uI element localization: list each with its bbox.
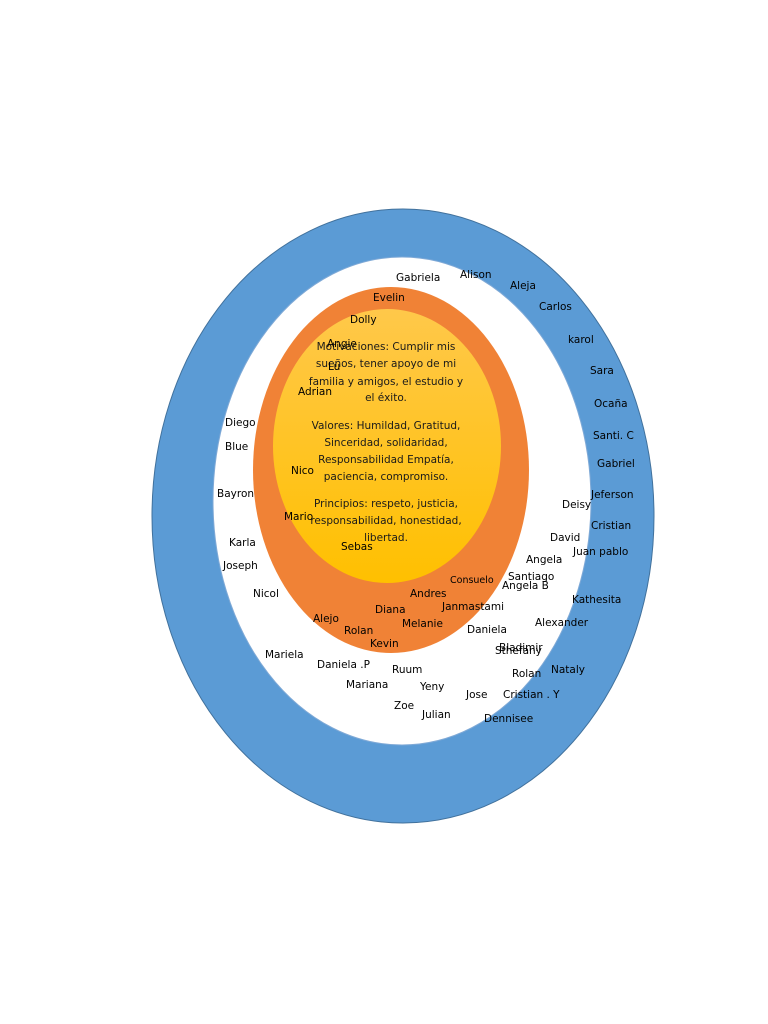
motivaciones-line: Motivaciones: Cumplir mis <box>317 341 456 353</box>
name-label: Bladimir <box>499 642 543 654</box>
name-label: Santi. C <box>593 430 634 442</box>
name-label: Aleja <box>510 280 536 292</box>
name-label: Janmastami <box>441 601 504 613</box>
motivaciones-line: sueños, tener apoyo de mi <box>316 358 456 370</box>
name-label: Juan pablo <box>572 546 628 558</box>
name-label: Nataly <box>551 664 585 676</box>
name-label: Carlos <box>539 301 572 313</box>
name-label: Diego <box>225 417 256 429</box>
name-label: Jose <box>465 689 487 701</box>
name-label: Nicol <box>253 588 279 600</box>
name-label: Adrian <box>298 386 332 398</box>
name-label: Melanie <box>402 618 443 630</box>
principios-line: responsabilidad, honestidad, <box>310 515 461 527</box>
core-text: Motivaciones: Cumplir mis sueños, tener … <box>309 341 463 544</box>
principios-line: Principios: respeto, justicia, <box>314 498 458 510</box>
name-label: David <box>550 532 580 544</box>
name-label: Zoe <box>394 700 414 712</box>
name-label: Alexander <box>535 617 589 629</box>
name-label: Karla <box>229 537 256 549</box>
name-label: Alison <box>460 269 492 281</box>
name-label: Joseph <box>222 560 258 572</box>
name-labels: Gabriela Alison Aleja Carlos karol Sara … <box>217 269 635 725</box>
name-label: Angela B <box>502 580 549 592</box>
name-label: Gabriel <box>597 458 635 470</box>
name-label: Cristian <box>591 520 631 532</box>
name-label: Gabriela <box>396 272 440 284</box>
name-label: Santiago <box>508 571 554 583</box>
name-label: Daniela .P <box>317 659 370 671</box>
name-label: Lu <box>328 361 340 373</box>
motivaciones-line: familia y amigos, el estudio y <box>309 376 463 388</box>
name-label: Daniela <box>467 624 507 636</box>
valores-line: Responsabilidad Empatía, <box>318 454 454 466</box>
valores-line: paciencia, compromiso. <box>324 471 449 483</box>
name-label: Evelin <box>373 292 405 304</box>
name-label: Rolan <box>512 668 541 680</box>
name-label: Jeferson <box>590 489 634 501</box>
name-label: Mario <box>284 511 313 523</box>
name-label: Ruum <box>392 664 422 676</box>
motivaciones-line: el éxito. <box>365 392 407 404</box>
name-label: Sthefany <box>495 645 542 657</box>
valores-line: Valores: Humildad, Gratitud, <box>312 420 461 432</box>
name-label: karol <box>568 334 594 346</box>
valores-line: Sinceridad, solidaridad, <box>324 437 447 449</box>
name-label: Cristian . Y <box>503 689 560 701</box>
name-label: Kevin <box>370 638 399 650</box>
name-label: Nico <box>291 465 314 477</box>
name-label: Ocaña <box>594 398 628 410</box>
name-label: Andres <box>410 588 447 600</box>
name-label: Mariana <box>346 679 388 691</box>
name-label: Alejo <box>313 613 339 625</box>
name-label: Angie <box>327 338 357 350</box>
name-label: Deisy <box>562 499 591 511</box>
name-label: Blue <box>225 441 248 453</box>
name-label: Dennisee <box>484 713 533 725</box>
name-label: Dolly <box>350 314 377 326</box>
name-label: Sebas <box>341 541 373 553</box>
principios-line: libertad. <box>364 532 408 544</box>
name-label: Diana <box>375 604 406 616</box>
core-circle <box>273 309 501 583</box>
name-label: Consuelo <box>450 575 494 586</box>
name-label: Julian <box>421 709 451 721</box>
name-label: Angela <box>526 554 562 566</box>
name-label: Bayron <box>217 488 254 500</box>
name-label: Kathesita <box>572 594 621 606</box>
name-label: Rolan <box>344 625 373 637</box>
name-label: Mariela <box>265 649 304 661</box>
name-label: Yeny <box>419 681 444 693</box>
name-label: Sara <box>590 365 614 377</box>
